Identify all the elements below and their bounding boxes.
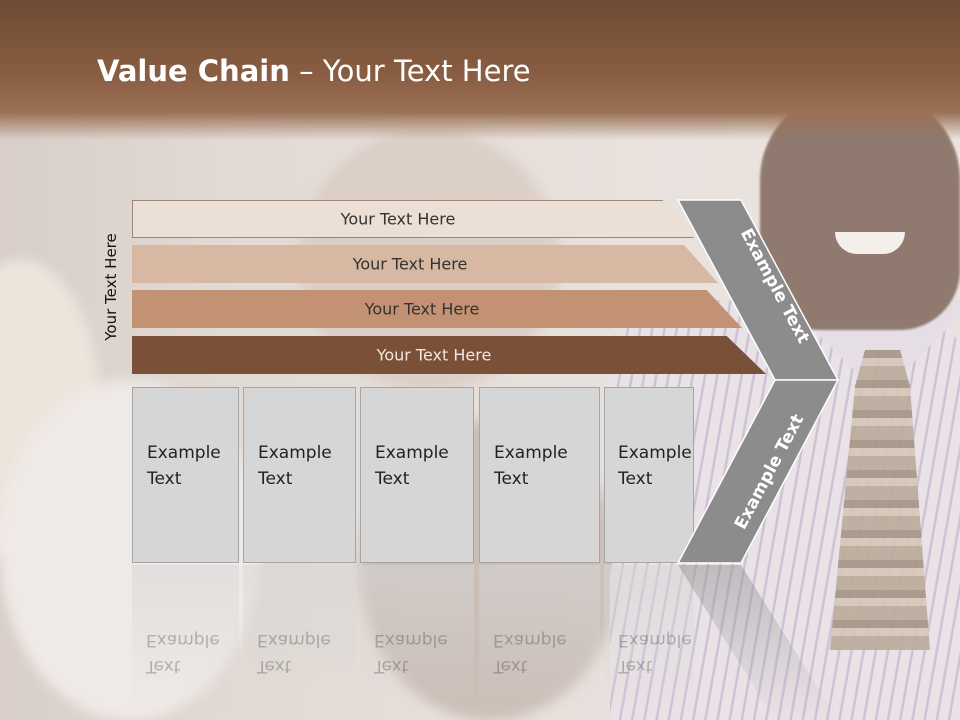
box-3-line2: Text [375,469,410,489]
bar-3: Your Text Here [132,290,742,328]
chevron-lower-arm [676,379,840,564]
title-band [0,0,960,140]
chevron-upper-arm [676,199,840,381]
box-1-line2: Text [147,469,182,489]
box-2-line1: Example [258,443,332,463]
box-1-line1: Example [147,443,221,463]
box-4-line2: Text [494,469,529,489]
bar-2-label: Your Text Here [352,254,468,274]
title-rest: – Your Text Here [289,54,531,88]
bar-3-label: Your Text Here [364,299,480,319]
bar-1-label: Your Text Here [340,209,456,229]
bar-4-label: Your Text Here [376,345,492,365]
title-bold: Value Chain [97,54,290,88]
box-2-line2: Text [258,469,293,489]
bar-2: Your Text Here [132,245,718,283]
bar-1: Your Text Here [132,200,694,238]
box-5-line1: Example [618,443,692,463]
slide-title: Value Chain – Your Text Here [97,54,531,88]
chevron-reflection [678,565,838,720]
box-4-line1: Example [494,443,568,463]
box-5-line2: Text [618,469,653,489]
box-3-line1: Example [375,443,449,463]
bar-4: Your Text Here [132,336,766,374]
